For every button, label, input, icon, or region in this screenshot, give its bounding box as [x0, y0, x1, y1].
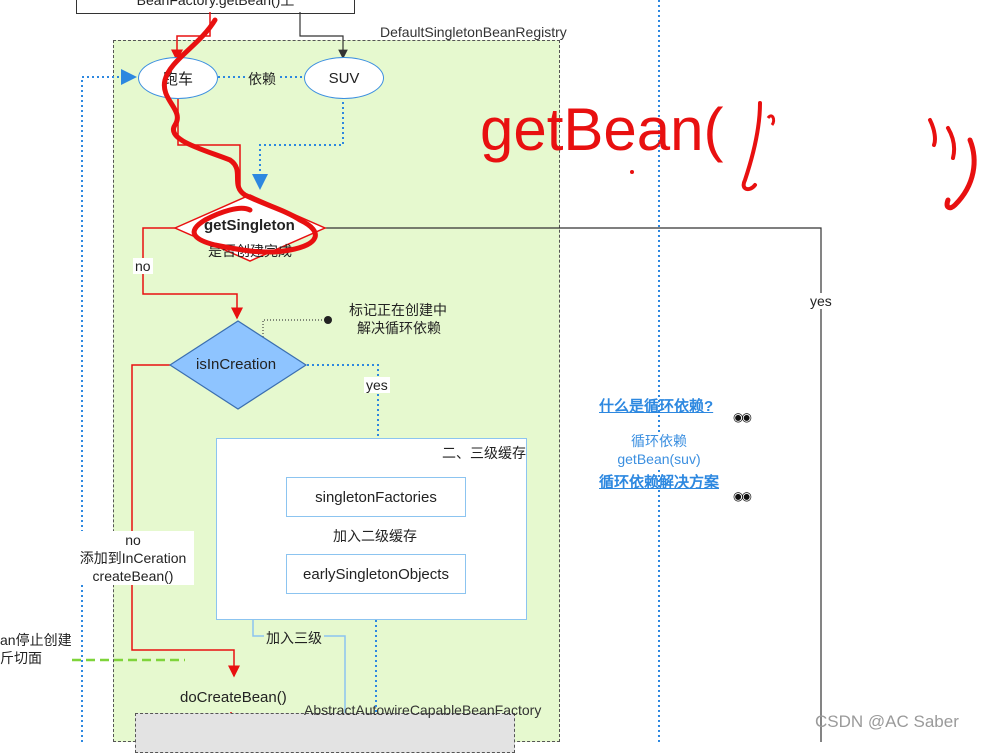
is-in-creation-label: isInCreation: [196, 356, 277, 373]
no-bottom-line3: createBean(): [92, 568, 174, 584]
left-cut-label: an停止创建 斤切面: [0, 631, 72, 667]
cache-title: 二、三级缓存: [442, 445, 526, 461]
cycle-text-block: 循环依赖 getBean(suv): [613, 432, 705, 468]
left-cut-line1: an停止创建: [0, 632, 72, 648]
bean-factory-box: BeanFactory.getBean()上: [76, 0, 355, 14]
yes-label-mid: yes: [364, 377, 390, 393]
watermark: CSDN @AC Saber: [815, 712, 959, 731]
suv-label: SUV: [328, 69, 360, 87]
do-create-bean-label: doCreateBean(): [180, 689, 287, 706]
early-singleton-objects-label: earlySingletonObjects: [303, 565, 449, 583]
yilai-label: 依赖: [246, 69, 278, 89]
get-singleton-title: getSingleton: [204, 217, 295, 234]
bean-factory-label: BeanFactory.getBean()上: [136, 0, 295, 8]
paoche-node: 跑车: [138, 57, 218, 99]
no-label-top: no: [133, 258, 153, 274]
glasses-icon: ◉◉: [733, 489, 752, 503]
cycle-text-2: getBean(suv): [617, 451, 701, 467]
no-bottom-label: no 添加到InCeration createBean(): [72, 531, 194, 585]
no-bottom-line1: no: [125, 532, 141, 548]
registry-area: [113, 40, 560, 742]
note-line1: 标记正在创建中: [349, 302, 447, 318]
what-is-link[interactable]: 什么是循环依赖?: [599, 398, 714, 415]
left-cut-line2: 斤切面: [0, 650, 42, 666]
cycle-text-1: 循环依赖: [631, 433, 687, 449]
annotation-text: getBean(: [480, 96, 724, 163]
suv-node: SUV: [304, 57, 384, 99]
paoche-label: 跑车: [162, 70, 193, 88]
note-line2: 解决循环依赖: [357, 320, 441, 336]
join-second-label: 加入二级缓存: [333, 528, 417, 544]
singleton-factories-label: singletonFactories: [315, 488, 437, 506]
singleton-factories-box: singletonFactories: [286, 477, 466, 517]
glasses-icon: ◉◉: [733, 410, 752, 424]
factory-label: AbstractAutowireCapableBeanFactory: [304, 702, 542, 718]
registry-label: DefaultSingletonBeanRegistry: [380, 24, 567, 40]
early-singleton-objects-box: earlySingletonObjects: [286, 554, 466, 594]
solution-link[interactable]: 循环依赖解决方案: [599, 474, 720, 491]
yes-label-right: yes: [808, 293, 834, 309]
join-third-label: 加入三级: [264, 628, 324, 648]
no-bottom-line2: 添加到InCeration: [79, 550, 187, 566]
